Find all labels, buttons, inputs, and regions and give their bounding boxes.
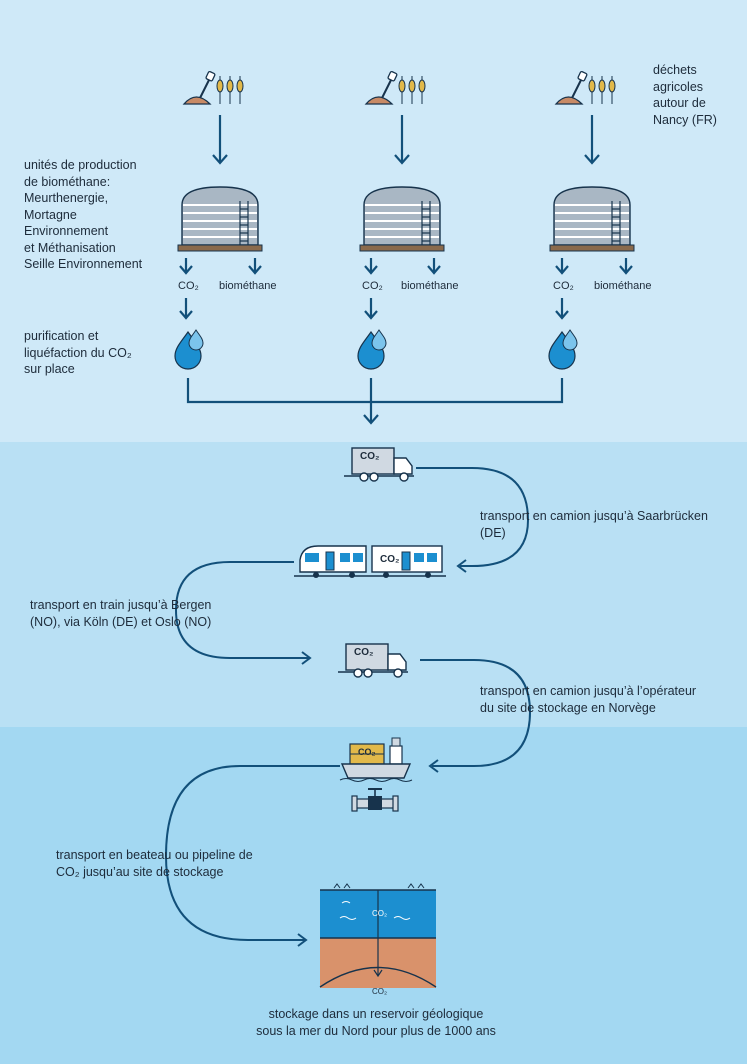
biomethane-plant-icon — [177, 186, 263, 252]
agricultural-waste-icon — [555, 70, 616, 105]
agricultural-waste-icon — [183, 70, 244, 105]
transport-route-arrows — [164, 467, 532, 947]
train-icon — [294, 545, 446, 578]
train-step-label: transport en train jusqu’à Bergen (NO), … — [30, 598, 212, 629]
reservoir-co2-label: CO₂ — [372, 909, 388, 918]
co2-output-label: CO₂ — [178, 280, 199, 292]
agricultural-waste-icon — [365, 70, 426, 105]
ship-co2-badge: CO₂ — [358, 747, 376, 757]
truck-step-2-label: transport en camion jusqu’à l’opérateur … — [480, 684, 697, 715]
biomethane-output-label: biométhane — [401, 280, 459, 292]
biomethane-output-label: biométhane — [594, 280, 652, 292]
biomethane-plant-icon — [549, 186, 635, 252]
ship-pipeline-step-label: transport en beateau ou pipeline de CO₂ … — [56, 848, 253, 879]
flow-arrows — [212, 115, 600, 165]
output-arrows — [179, 258, 633, 320]
biomethane-plant-icon — [359, 186, 445, 252]
liquid-co2-icon — [357, 329, 387, 370]
liquid-co2-icon — [174, 329, 204, 370]
biomethane-output-label: biométhane — [219, 280, 277, 292]
ship-icon — [339, 737, 413, 782]
truck-co2-badge: CO₂ — [354, 647, 374, 658]
purification-label: purification et liquéfaction du CO₂ sur … — [24, 329, 132, 376]
train-co2-badge: CO₂ — [380, 554, 400, 565]
storage-step-label: stockage dans un reservoir géologique so… — [256, 1007, 496, 1038]
co2-output-label: CO₂ — [553, 280, 574, 292]
liquid-co2-icon — [548, 329, 578, 370]
truck-step-1-label: transport en camion jusqu’à Saarbrücken … — [480, 509, 708, 540]
reservoir-co2-label: CO₂ — [372, 987, 388, 996]
land-transport-section — [0, 442, 747, 727]
storage-cross-section — [319, 883, 437, 988]
collector-line — [186, 378, 564, 425]
production-units-label: unités de production de biométhane: Meur… — [24, 158, 143, 271]
truck-co2-badge: CO₂ — [360, 451, 380, 462]
source-label: déchets agricoles autour de Nancy (FR) — [653, 63, 717, 127]
co2-output-label: CO₂ — [362, 280, 383, 292]
pipeline-valve-icon — [351, 788, 399, 812]
